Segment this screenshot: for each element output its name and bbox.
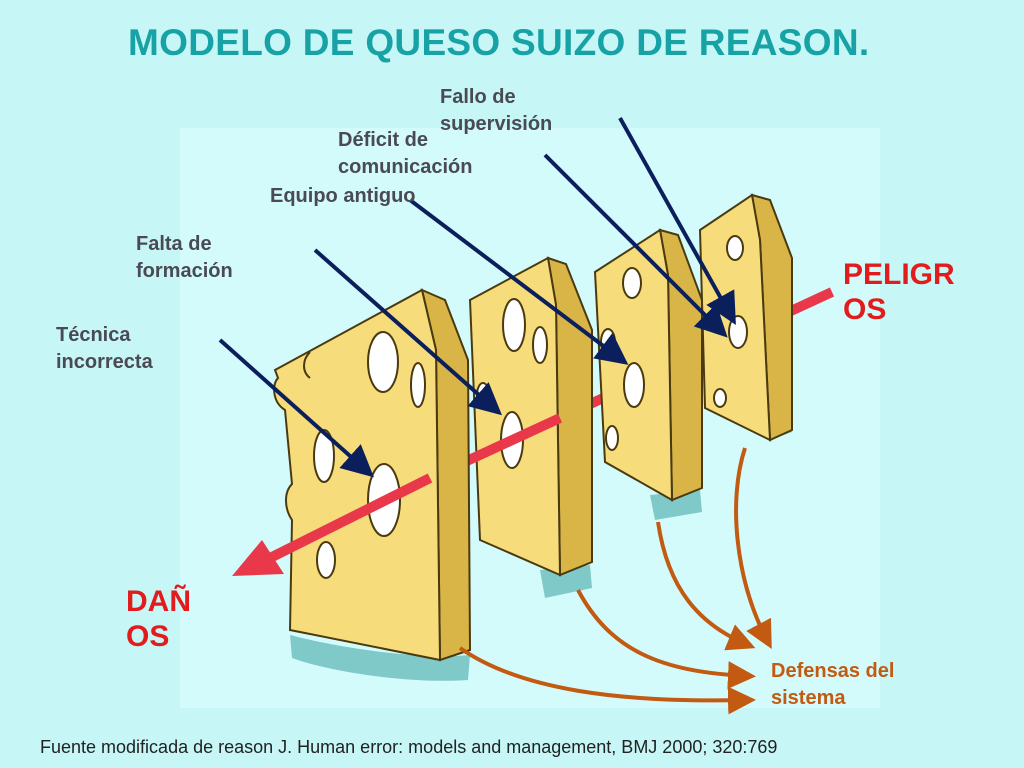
arrow-fallo-supervision: [618, 117, 736, 325]
label-danos: DAÑOS: [126, 585, 191, 653]
cause-arrows: [218, 117, 736, 478]
arrow-falta-formacion: [313, 248, 502, 416]
source-citation: Fuente modificada de reason J. Human err…: [40, 737, 778, 757]
cheese-slice-4: [698, 193, 793, 442]
label-defensas-sistema: Defensas del sistema: [771, 660, 895, 709]
label-falta-formacion: Falta de formación: [136, 233, 233, 282]
label-tecnica-incorrecta: Técnica incorrecta: [56, 324, 153, 373]
hazard-arrow-head: [232, 540, 284, 576]
arrow-tecnica-incorrecta: [218, 338, 374, 478]
defense-arrows: [458, 447, 772, 715]
arrow-deficit-comunicacion: [543, 153, 728, 338]
hazard-arrow-front: [267, 473, 433, 563]
label-deficit-comunicacion: Déficit de comunicación: [338, 129, 473, 178]
label-peligros: PELIGROS: [843, 258, 955, 326]
cheese-slice-2: [468, 256, 593, 598]
cheese-slice-3: [593, 228, 703, 520]
arrow-equipo-antiguo: [408, 198, 629, 365]
label-equipo-antiguo: Equipo antiguo: [270, 185, 416, 207]
diagram-title: MODELO DE QUESO SUIZO DE REASON.: [128, 22, 870, 63]
label-fallo-supervision: Fallo de supervisión: [440, 86, 553, 135]
